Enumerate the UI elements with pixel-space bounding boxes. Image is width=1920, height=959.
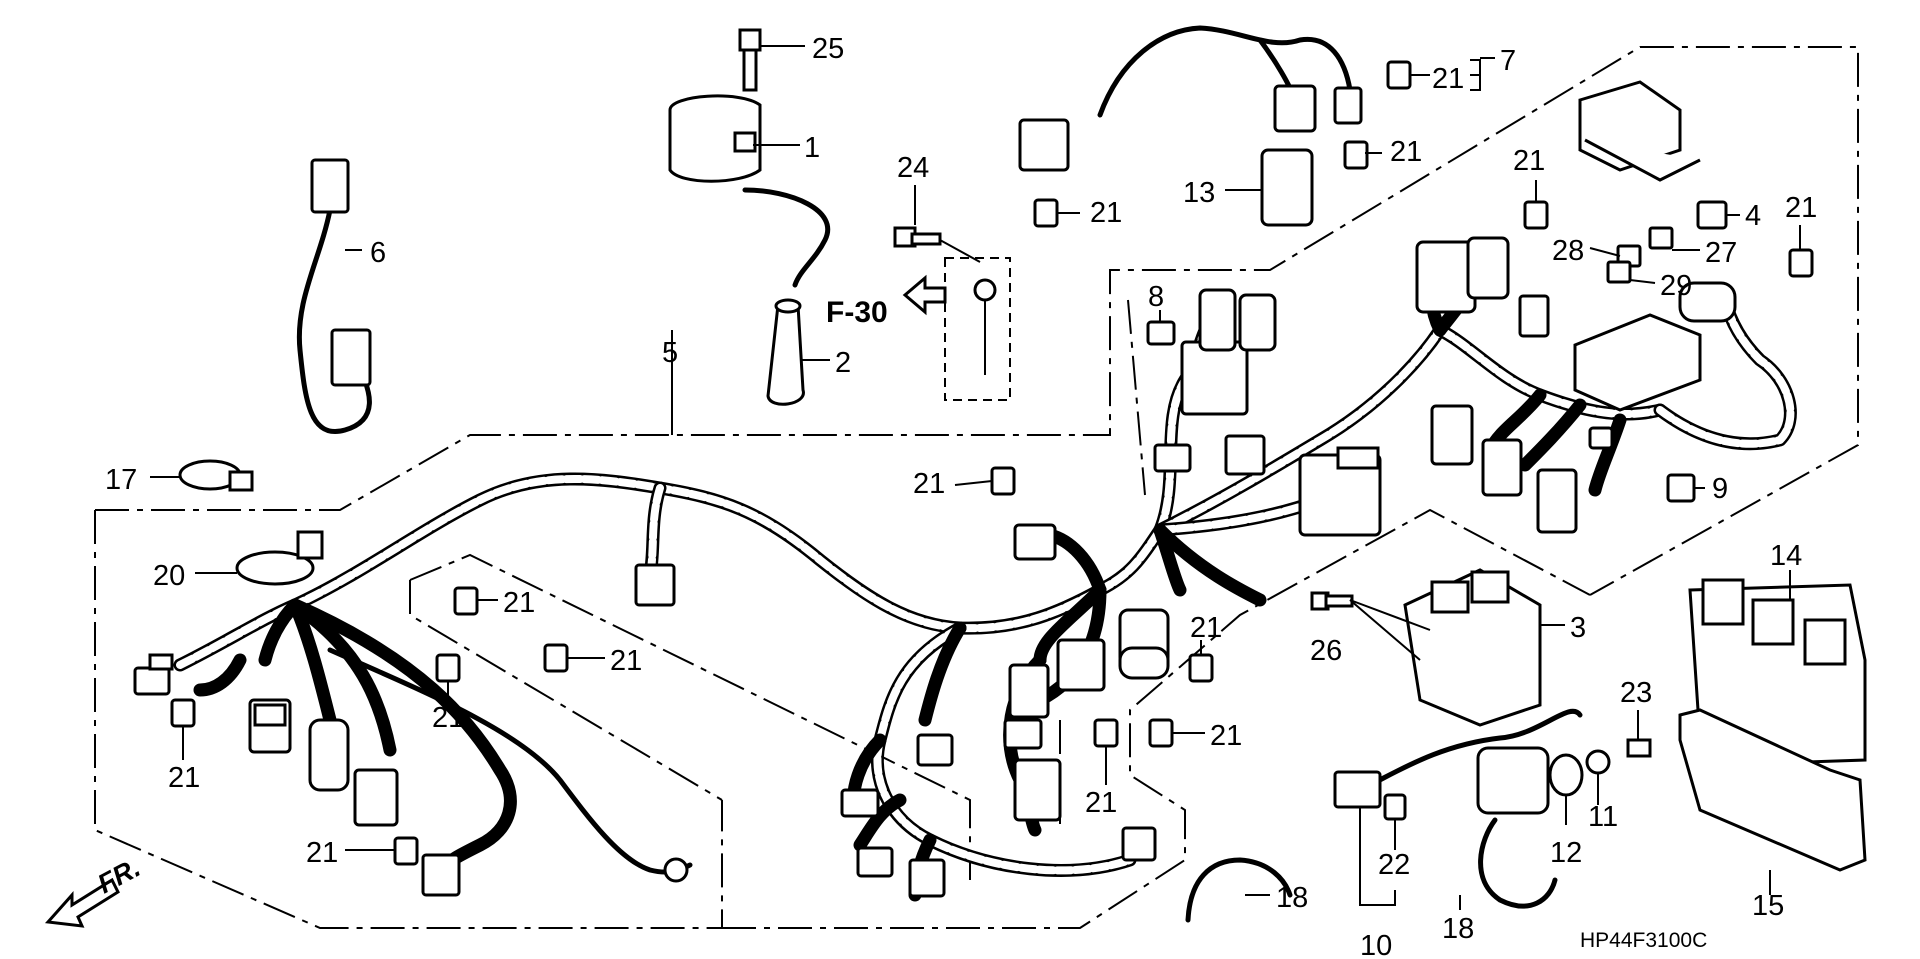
callout-12: 12 — [1550, 837, 1582, 869]
ref-label-f30: F-30 — [826, 296, 888, 329]
callout-25: 25 — [812, 33, 844, 65]
callout-5: 5 — [662, 337, 678, 369]
callout-21-e: 21 — [1785, 192, 1817, 224]
callout-18-a: 18 — [1442, 913, 1474, 945]
front-direction-arrow — [44, 877, 120, 928]
callout-7: 7 — [1500, 45, 1516, 77]
callout-21-g: 21 — [503, 587, 535, 619]
callout-21-a: 21 — [1432, 63, 1464, 95]
group-boundaries — [94, 46, 1859, 929]
callout-15: 15 — [1752, 890, 1784, 922]
callout-22: 22 — [1378, 849, 1410, 881]
callout-21-d: 21 — [1513, 145, 1545, 177]
callout-21-m: 21 — [1210, 720, 1242, 752]
callout-18-b: 18 — [1276, 882, 1308, 914]
callout-11: 11 — [1588, 801, 1618, 833]
callout-27: 27 — [1705, 237, 1737, 269]
parts — [178, 25, 1867, 923]
callout-21-b: 21 — [1390, 136, 1422, 168]
callout-29: 29 — [1660, 270, 1692, 302]
callout-13: 13 — [1183, 177, 1215, 209]
callout-labels: 25 1 2 24 F-30 5 6 21 7 21 21 13 21 4 21… — [93, 33, 1818, 959]
callout-23: 23 — [1620, 677, 1652, 709]
callout-17: 17 — [105, 464, 137, 496]
callout-9: 9 — [1712, 473, 1728, 505]
callout-21-h: 21 — [610, 645, 642, 677]
leader-lines — [150, 45, 1801, 910]
callout-26: 26 — [1310, 635, 1342, 667]
callout-4: 4 — [1745, 200, 1761, 232]
callout-21-l: 21 — [1190, 612, 1222, 644]
callout-24: 24 — [897, 152, 929, 184]
callout-3: 3 — [1570, 612, 1586, 644]
callout-8: 8 — [1148, 281, 1164, 313]
diagram-code: HP44F3100C — [1580, 929, 1707, 952]
callout-1: 1 — [804, 132, 820, 164]
callout-20: 20 — [153, 560, 185, 592]
callout-28: 28 — [1552, 235, 1584, 267]
callout-21-f: 21 — [913, 468, 945, 500]
callout-2: 2 — [835, 347, 851, 379]
callout-21-n: 21 — [1085, 787, 1117, 819]
callout-21-k: 21 — [306, 837, 338, 869]
harness-connectors — [133, 236, 1737, 898]
clip-21-group — [170, 60, 1814, 866]
callout-10: 10 — [1360, 930, 1392, 959]
callout-21-c: 21 — [1090, 197, 1122, 229]
callout-6: 6 — [370, 237, 386, 269]
callout-21-i: 21 — [432, 702, 464, 734]
callout-21-j: 21 — [168, 762, 200, 794]
callout-14: 14 — [1770, 540, 1802, 572]
